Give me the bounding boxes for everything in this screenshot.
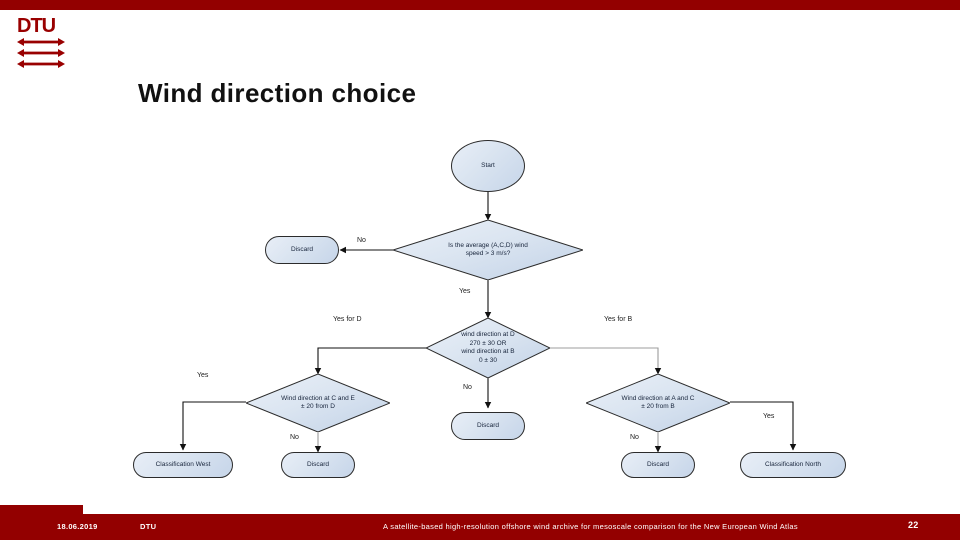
edge-label-yes-for-d: Yes for D [333,316,362,323]
footer-accent-tab [0,505,83,514]
node-decision-direction-c-e: Wind direction at C and E ± 20 from D [246,374,390,432]
node-decision-direction-d-b: wind direction at D 270 ± 30 OR wind dir… [426,318,550,378]
edge-label-no-mid: No [463,384,472,391]
edge-label-no-right: No [630,434,639,441]
node-discard-2-label: Discard [476,421,500,429]
footer-org: DTU [140,522,157,531]
edge-label-no-1: No [357,237,366,244]
node-discard-3: Discard [281,452,355,478]
flowchart-diagram: Start Is the average (A,C,D) wind speed … [0,120,960,500]
footer-title: A satellite-based high-resolution offsho… [383,522,798,531]
dtu-logo-text: DTU [17,15,56,37]
edge-label-yes-for-b: Yes for B [604,316,633,323]
edge-label-yes-1: Yes [459,288,471,295]
node-discard-4: Discard [621,452,695,478]
node-discard-1-label: Discard [290,245,314,253]
node-discard-3-label: Discard [306,460,330,468]
node-decision-wind-speed: Is the average (A,C,D) wind speed > 3 m/… [393,220,583,280]
node-start-label: Start [481,161,495,169]
footer-date: 18.06.2019 [57,522,98,531]
dtu-logo: DTU [17,16,65,68]
node-classification-north-label: Classification North [765,460,821,468]
footer-bar [0,514,960,540]
dtu-logo-arrows-icon [17,38,65,68]
node-discard-2: Discard [451,412,525,440]
node-discard-4-label: Discard [646,460,670,468]
top-accent-bar [0,0,960,10]
node-classification-north: Classification North [740,452,846,478]
node-decision-direction-a-c: Wind direction at A and C ± 20 from B [586,374,730,432]
node-classification-west-label: Classification West [155,460,211,468]
footer-page-number: 22 [908,520,919,530]
node-discard-1: Discard [265,236,339,264]
node-start: Start [451,140,525,192]
edge-label-no-left: No [290,434,299,441]
edge-label-yes-left: Yes [197,372,209,379]
edge-label-yes-right: Yes [763,413,775,420]
node-classification-west: Classification West [133,452,233,478]
page-title: Wind direction choice [138,78,417,108]
